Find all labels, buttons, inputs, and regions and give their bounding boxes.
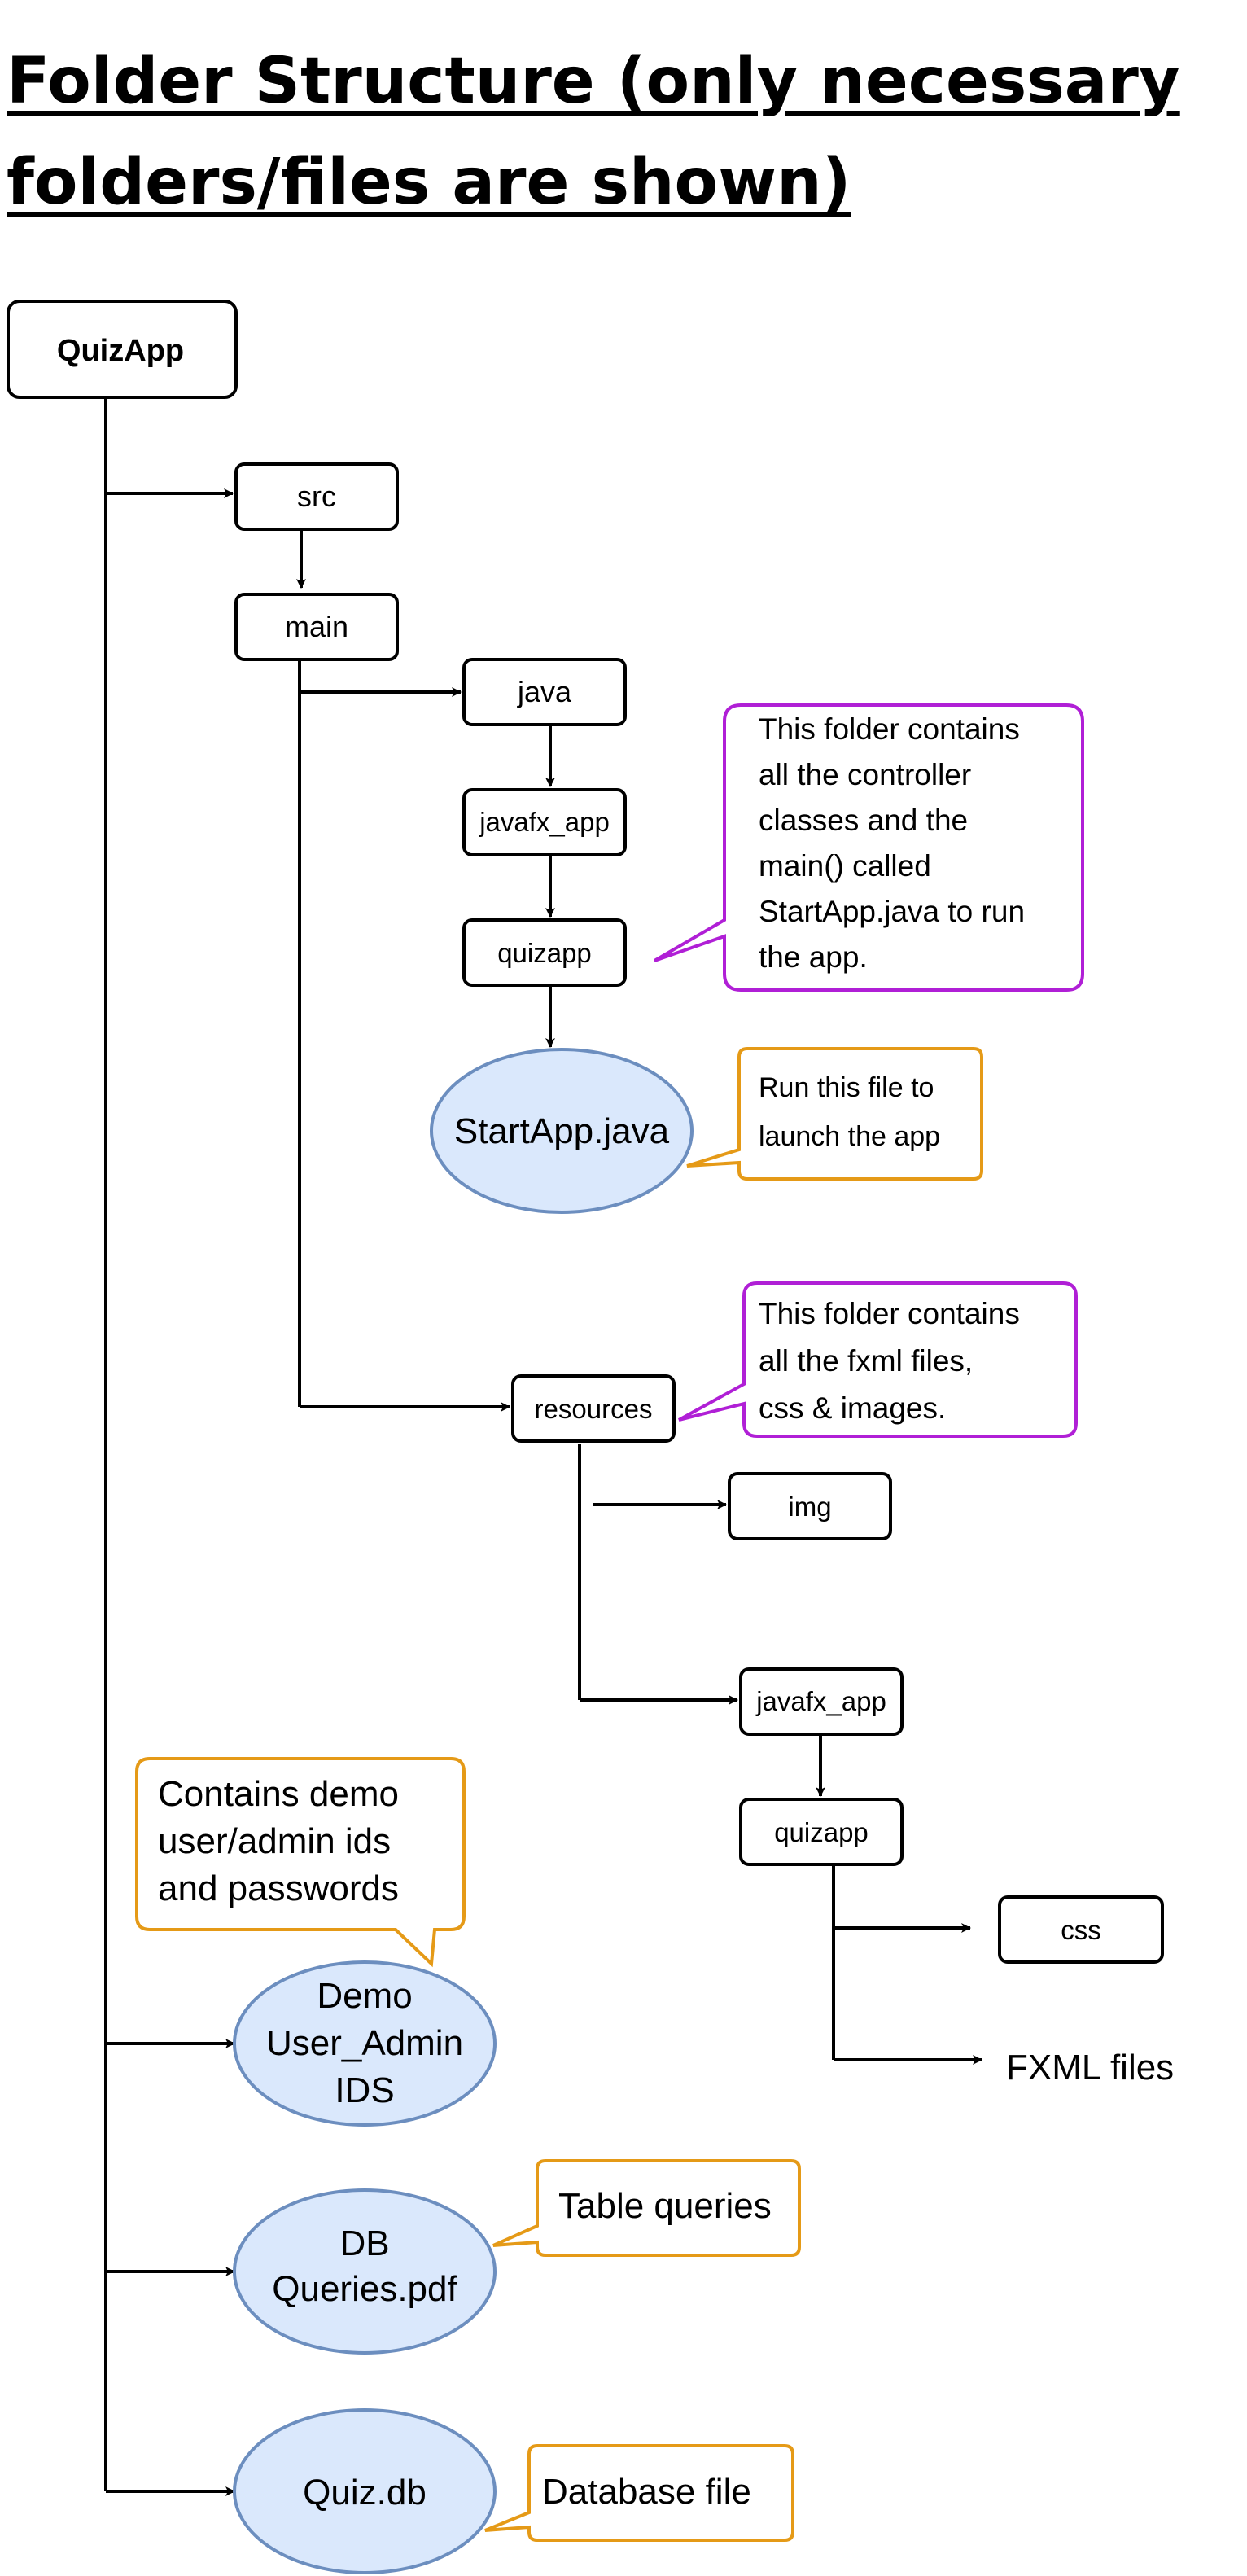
- callout-demo-ids: Contains demo user/admin ids and passwor…: [135, 1757, 466, 1968]
- file-demo-line-3: IDS: [335, 2070, 394, 2110]
- folder-resources[interactable]: resources: [511, 1374, 676, 1443]
- callout-controller-line-6: the app.: [759, 940, 868, 974]
- file-startapp-java-label: StartApp.java: [454, 1111, 670, 1151]
- folder-quizapp[interactable]: QuizApp: [7, 300, 238, 399]
- file-demo-line-2: User_Admin: [266, 2023, 463, 2063]
- callout-controller-line-5: StartApp.java to run: [759, 895, 1025, 928]
- callout-table-queries: Table queries: [492, 2159, 801, 2257]
- callout-resources-folder: This folder contains all the fxml files,…: [678, 1281, 1078, 1438]
- file-demo-line-1: Demo: [317, 1976, 412, 2016]
- callout-database-file: Database file: [484, 2444, 794, 2542]
- file-db-queries-line-1: DB: [339, 2223, 389, 2263]
- connectors: [104, 397, 982, 2496]
- callout-resources-line-3: css & images.: [759, 1391, 946, 1425]
- folder-javafx-app-res-label: javafx_app: [755, 1686, 886, 1716]
- folder-src-label: src: [297, 480, 336, 513]
- file-quiz-db-label: Quiz.db: [303, 2473, 427, 2512]
- callout-resources-line-2: all the fxml files,: [759, 1344, 973, 1378]
- folder-javafx-app-java[interactable]: javafx_app: [462, 788, 627, 856]
- folder-img-label: img: [788, 1492, 831, 1522]
- folder-css[interactable]: css: [998, 1895, 1164, 1964]
- folder-java[interactable]: java: [462, 658, 627, 726]
- callout-run-file: Run this file to launch the app: [686, 1047, 983, 1181]
- folder-javafx-app-java-label: javafx_app: [479, 807, 610, 837]
- callout-run-line-1: Run this file to: [759, 1072, 934, 1103]
- file-startapp-java[interactable]: StartApp.java: [430, 1048, 694, 1214]
- file-db-queries-pdf[interactable]: DB Queries.pdf: [233, 2188, 497, 2355]
- folder-java-label: java: [517, 675, 572, 708]
- callout-demo-line-2: user/admin ids: [158, 1821, 391, 1861]
- callout-table-label: Table queries: [558, 2186, 772, 2226]
- callout-demo-line-3: and passwords: [158, 1868, 399, 1908]
- file-demo-user-admin-ids[interactable]: Demo User_Admin IDS: [233, 1960, 497, 2127]
- folder-quizapp-res[interactable]: quizapp: [739, 1798, 904, 1866]
- callout-controller-line-3: classes and the: [759, 804, 968, 837]
- callout-controller-line-1: This folder contains: [759, 712, 1020, 746]
- page-title: Folder Structure (only necessary folders…: [7, 45, 1180, 219]
- folder-main-label: main: [285, 610, 348, 643]
- callout-demo-line-1: Contains demo: [158, 1774, 399, 1814]
- file-quiz-db[interactable]: Quiz.db: [233, 2408, 497, 2574]
- folder-javafx-app-res[interactable]: javafx_app: [739, 1667, 904, 1736]
- fxml-files-label: FXML files: [1006, 2048, 1174, 2088]
- callout-controller-classes: This folder contains all the controller …: [653, 703, 1084, 992]
- file-db-queries-line-2: Queries.pdf: [272, 2269, 457, 2309]
- folder-quizapp-label: QuizApp: [57, 334, 184, 368]
- callout-controller-line-2: all the controller: [759, 758, 971, 791]
- folder-quizapp-java[interactable]: quizapp: [462, 918, 627, 987]
- folder-quizapp-res-label: quizapp: [774, 1817, 869, 1847]
- callout-run-line-2: launch the app: [759, 1121, 940, 1152]
- callout-database-label: Database file: [542, 2472, 751, 2512]
- folder-img[interactable]: img: [728, 1472, 892, 1540]
- folder-css-label: css: [1061, 1915, 1101, 1945]
- folder-main[interactable]: main: [234, 593, 399, 661]
- callout-resources-line-1: This folder contains: [759, 1297, 1020, 1330]
- folder-resources-label: resources: [535, 1394, 653, 1424]
- callout-controller-line-4: main() called: [759, 849, 931, 883]
- folder-quizapp-java-label: quizapp: [497, 938, 592, 968]
- folder-src[interactable]: src: [234, 462, 399, 531]
